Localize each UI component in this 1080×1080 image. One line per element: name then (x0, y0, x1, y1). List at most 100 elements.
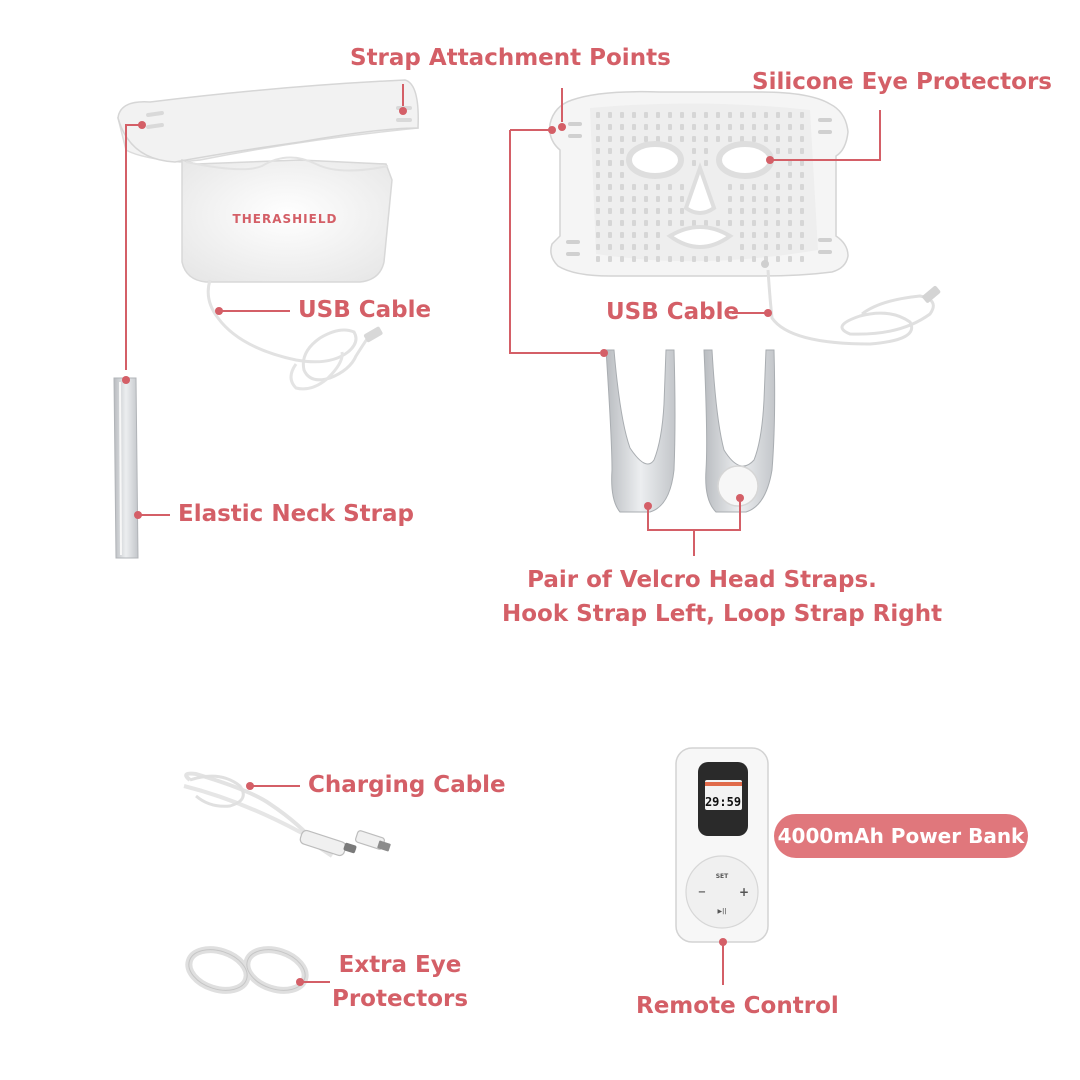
led-dot (800, 220, 804, 226)
led-dot (596, 136, 600, 142)
led-dot (692, 256, 696, 262)
led-dot (656, 124, 660, 130)
led-dot (800, 136, 804, 142)
led-dot (752, 232, 756, 238)
led-dot (764, 220, 768, 226)
led-dot (728, 124, 732, 130)
led-dot (704, 160, 708, 166)
led-dot (716, 256, 720, 262)
led-dot (800, 196, 804, 202)
led-dot (776, 124, 780, 130)
led-dot (668, 112, 672, 118)
led-dot (668, 220, 672, 226)
led-dot (620, 172, 624, 178)
led-dot (728, 112, 732, 118)
callout-lines (125, 84, 881, 985)
led-dot (728, 136, 732, 142)
led-dot (776, 184, 780, 190)
led-dot (680, 124, 684, 130)
led-dot (620, 220, 624, 226)
led-dot (752, 124, 756, 130)
led-dot (680, 196, 684, 202)
led-dot (764, 124, 768, 130)
led-dot (776, 148, 780, 154)
led-dot (644, 112, 648, 118)
led-dot (596, 232, 600, 238)
led-dot (776, 244, 780, 250)
led-dot (620, 232, 624, 238)
led-dot (680, 256, 684, 262)
led-dot (656, 208, 660, 214)
led-dot (800, 148, 804, 154)
led-dot (656, 232, 660, 238)
led-dot (800, 232, 804, 238)
led-dot (608, 232, 612, 238)
led-dot (656, 136, 660, 142)
led-dot (608, 136, 612, 142)
led-dot (692, 148, 696, 154)
led-dot (692, 112, 696, 118)
led-dot (620, 256, 624, 262)
led-dot (656, 256, 660, 262)
led-dot (776, 220, 780, 226)
led-dot (620, 112, 624, 118)
led-dot (740, 208, 744, 214)
led-dot (596, 124, 600, 130)
led-dot (764, 112, 768, 118)
remote-control-device: 29:59 SET − + ▶|| (675, 747, 769, 943)
label-charging-cable: Charging Cable (308, 772, 506, 798)
led-dot (608, 208, 612, 214)
label-extra-eye-protectors-line1: Extra Eye (338, 952, 462, 978)
led-dot (644, 184, 648, 190)
led-dot (596, 256, 600, 262)
led-dot (740, 196, 744, 202)
led-dot (608, 124, 612, 130)
led-dot (596, 148, 600, 154)
velcro-head-straps (605, 349, 776, 513)
led-dot (596, 208, 600, 214)
led-dot (800, 244, 804, 250)
led-dot (788, 148, 792, 154)
led-dot (740, 220, 744, 226)
led-dot (776, 136, 780, 142)
led-dot (788, 244, 792, 250)
remote-set-button: SET (716, 873, 729, 880)
label-usb-cable-face: USB Cable (606, 299, 740, 325)
led-dot (620, 184, 624, 190)
led-dot (728, 256, 732, 262)
led-dot (608, 172, 612, 178)
led-dot (716, 112, 720, 118)
led-dot (632, 124, 636, 130)
led-dot (656, 244, 660, 250)
led-dot (656, 184, 660, 190)
led-dot (668, 208, 672, 214)
led-dot (608, 160, 612, 166)
led-dot (740, 184, 744, 190)
led-dot (752, 112, 756, 118)
led-dot (608, 184, 612, 190)
led-dot (740, 256, 744, 262)
led-dot (800, 172, 804, 178)
led-dot (716, 220, 720, 226)
led-dot (788, 256, 792, 262)
led-dot (716, 136, 720, 142)
led-dot (788, 220, 792, 226)
led-dot (776, 232, 780, 238)
led-dot (608, 112, 612, 118)
led-dot (752, 184, 756, 190)
led-dot (596, 244, 600, 250)
led-dot (632, 136, 636, 142)
led-dot (764, 208, 768, 214)
led-dot (752, 244, 756, 250)
label-usb-cable-neck: USB Cable (298, 297, 432, 323)
led-dot (632, 196, 636, 202)
elastic-neck-strap (113, 377, 139, 559)
led-dot (704, 112, 708, 118)
led-dot (704, 148, 708, 154)
led-dot (632, 208, 636, 214)
led-dot (620, 196, 624, 202)
led-dot (704, 136, 708, 142)
led-grid (596, 112, 804, 262)
led-dot (788, 136, 792, 142)
